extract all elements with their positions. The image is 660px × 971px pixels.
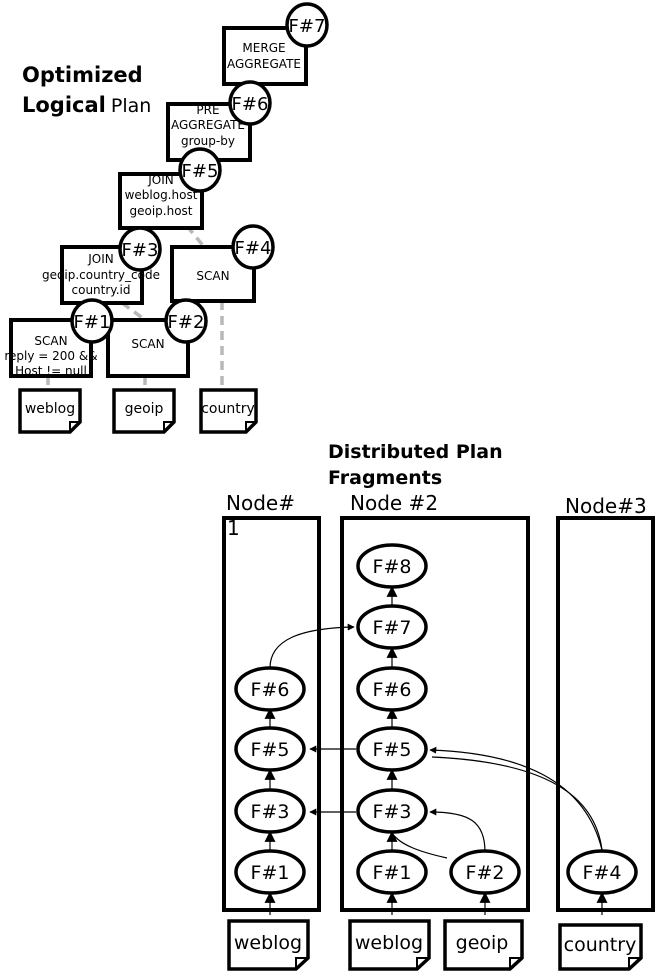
fragment-label: F#8 [373, 556, 412, 578]
fragment-label: F#1 [251, 862, 290, 884]
op-label: JOIN [147, 173, 174, 187]
n2-fragment-f8 [356, 543, 428, 589]
op-label: SCAN [34, 334, 67, 348]
fragment-label: F#5 [373, 739, 412, 761]
fragment-label: F#3 [122, 240, 159, 261]
distributed-plan: Distributed Plan Fragments Node# 1 Node … [222, 441, 655, 971]
op-label: reply = 200 && [4, 349, 97, 363]
n2-fragment-f6 [356, 666, 428, 712]
op-label: SCAN [196, 269, 229, 283]
arrow-f2-to-f3 [429, 808, 486, 853]
op-label: PRE [196, 103, 219, 117]
fragment-label: F#7 [289, 16, 326, 37]
fragment-label: F#6 [232, 94, 269, 115]
fragment-label: F#4 [583, 862, 622, 884]
node-1-label-line2: 1 [227, 516, 240, 540]
fragment-label: F#4 [235, 238, 272, 259]
arrow-f3-to-f2-link [391, 832, 448, 859]
n2-fragment-f5 [356, 726, 428, 772]
fragment-f6 [228, 80, 272, 126]
fragment-label: F#6 [251, 679, 290, 701]
op-label: JOIN [87, 252, 114, 266]
table-label: country [201, 401, 255, 417]
op-label: group-by [181, 134, 235, 148]
fragment-f4 [231, 224, 275, 270]
fragment-label: F#6 [373, 679, 412, 701]
table-label: country [564, 934, 637, 956]
fragment-f1 [70, 298, 114, 344]
fragment-f2 [164, 298, 208, 344]
node-1-label-line1: Node# [226, 491, 295, 515]
op-label: Host != null [15, 364, 87, 378]
n1-fragment-f5 [234, 726, 306, 772]
n1-fragment-f3 [234, 788, 306, 834]
n1-table-weblog-doc [227, 919, 310, 971]
op-label: country.id [72, 283, 131, 297]
arrow-f4-to-f5-a [429, 746, 603, 851]
table-geoip-doc [112, 388, 176, 434]
table-label: weblog [355, 932, 423, 954]
n2-fragment-f3 [356, 788, 428, 834]
fragment-label: F#3 [373, 801, 412, 823]
arrow-f6-node1-to-f7 [269, 623, 355, 669]
n2-fragment-f1 [356, 849, 428, 895]
table-label: weblog [234, 932, 302, 954]
op-label: weblog.host [125, 188, 198, 202]
fragment-label: F#5 [182, 161, 219, 182]
node-2-label: Node #2 [350, 491, 438, 515]
distributed-title-line2: Fragments [328, 467, 442, 489]
table-weblog-doc [18, 388, 82, 434]
op-label: AGGREGATE [227, 57, 301, 71]
distributed-title-line1: Distributed Plan [328, 441, 503, 463]
fragment-f3 [118, 226, 162, 272]
fragment-label: F#7 [373, 617, 412, 639]
n2-fragment-f2 [449, 849, 521, 895]
fragment-label: F#5 [251, 739, 290, 761]
fragment-label: F#1 [74, 312, 111, 333]
op-label: SCAN [131, 337, 164, 351]
op-label: geoip.host [129, 204, 192, 218]
connector [120, 301, 150, 324]
node-3-column [556, 516, 655, 912]
table-label: weblog [25, 401, 75, 417]
n3-fragment-f4 [566, 849, 638, 895]
n2-table-geoip-doc [443, 919, 524, 971]
fragment-f5 [178, 147, 222, 193]
logical-plan-title-line1: Optimized [22, 63, 143, 87]
n2-table-weblog-doc [348, 919, 431, 971]
fragment-label: F#2 [466, 862, 505, 884]
fragment-f7 [285, 2, 329, 48]
node-3-label: Node#3 [565, 494, 647, 518]
n1-fragment-f1 [234, 849, 306, 895]
n2-fragment-f7 [356, 604, 428, 650]
fragment-label: F#1 [373, 862, 412, 884]
table-label: geoip [125, 401, 164, 417]
op-label: MERGE [242, 41, 285, 55]
n3-table-country-doc [558, 923, 643, 971]
table-label: geoip [456, 932, 509, 954]
fragment-label: F#3 [251, 801, 290, 823]
n1-fragment-f6 [234, 666, 306, 712]
fragment-label: F#2 [168, 312, 205, 333]
op-label: AGGREGATE [171, 118, 245, 132]
table-country-doc [199, 388, 258, 434]
op-label: geoip.country_code [42, 268, 160, 282]
arrow-f4-to-f5-b [431, 756, 603, 851]
